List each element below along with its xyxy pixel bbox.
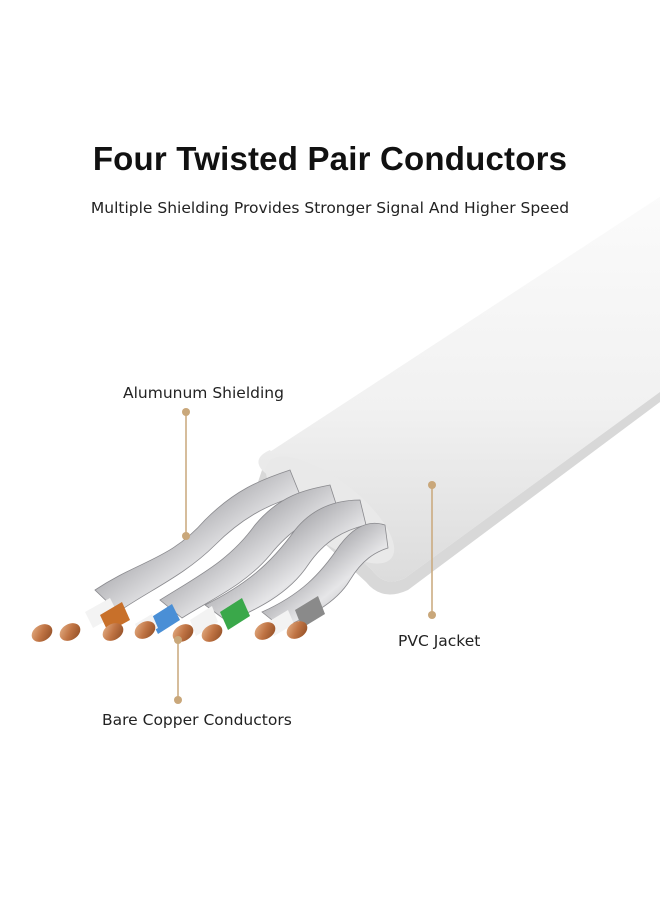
leader-copper xyxy=(174,636,182,704)
shielded-pairs xyxy=(94,469,389,629)
page-title: Four Twisted Pair Conductors xyxy=(92,140,568,177)
leader-shielding xyxy=(182,408,190,540)
callout-pvc-jacket: PVC Jacket xyxy=(398,632,481,650)
callout-shielding: Alumunum Shielding xyxy=(123,384,284,402)
leader-jacket xyxy=(428,481,436,619)
callout-copper: Bare Copper Conductors xyxy=(102,711,292,729)
page-subtitle: Multiple Shielding Provides Stronger Sig… xyxy=(90,199,570,217)
pair-insulation xyxy=(85,596,325,638)
copper-conductors xyxy=(31,621,308,642)
